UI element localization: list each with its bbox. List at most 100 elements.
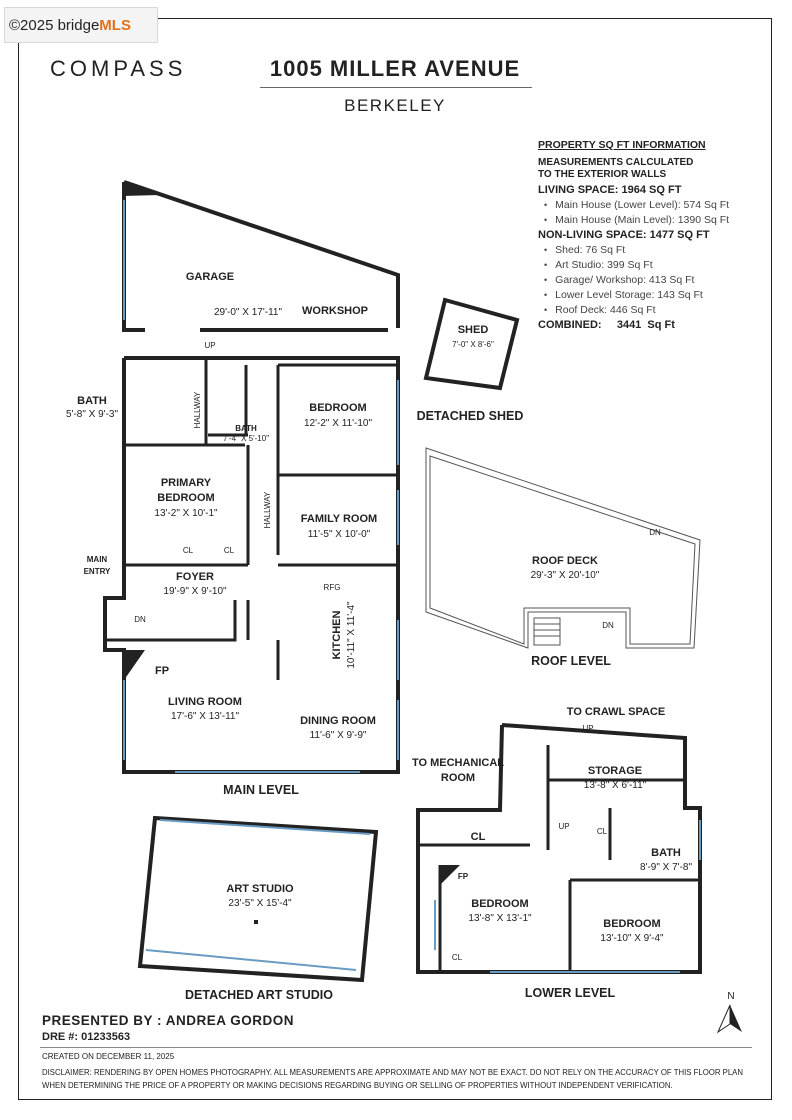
non-living-item: Roof Deck: 446 Sq Ft xyxy=(538,303,729,318)
label-up-lower: UP xyxy=(582,724,593,733)
label-closet-2: CL xyxy=(224,546,235,555)
label-bath-2: BATH xyxy=(235,424,257,433)
presented-by: PRESENTED BY : ANDREA GORDON xyxy=(42,1013,295,1028)
sqft-subheading-1: MEASUREMENTS CALCULATED xyxy=(538,157,694,168)
label-bedroom-2: BEDROOM xyxy=(471,898,528,910)
label-bedroom-3: BEDROOM xyxy=(603,918,660,930)
title-divider xyxy=(260,87,532,88)
label-shed: SHED xyxy=(458,324,489,336)
non-living-space-total: NON-LIVING SPACE: 1477 SQ FT xyxy=(538,229,710,241)
label-roof-deck: ROOF DECK xyxy=(532,555,598,567)
bath-room-walls xyxy=(244,363,398,435)
label-storage: STORAGE xyxy=(588,765,642,777)
label-workshop: WORKSHOP xyxy=(302,305,368,317)
north-arrow-fill xyxy=(730,1005,742,1032)
dim-art-studio: 23'-5" X 15'-4" xyxy=(228,898,292,909)
dim-roof-deck: 29'-3" X 20'-10" xyxy=(531,570,600,581)
label-art-studio: ART STUDIO xyxy=(226,883,294,895)
label-closet-lower-2: CL xyxy=(597,827,608,836)
non-living-item: Garage/ Workshop: 413 Sq Ft xyxy=(538,273,729,288)
label-closet-lower-3: CL xyxy=(452,953,463,962)
lower-level-walls xyxy=(416,723,702,974)
label-fp-main: FP xyxy=(155,665,169,677)
fireplace-lower-icon xyxy=(440,865,460,885)
label-mechanical-1: TO MECHANICAL xyxy=(412,757,504,769)
label-hallway-2: HALLWAY xyxy=(263,491,272,528)
label-living-room: LIVING ROOM xyxy=(168,696,242,708)
label-rfg: RFG xyxy=(324,583,341,592)
dim-bedroom-1: 12'-2" X 11'-10" xyxy=(304,418,372,429)
non-living-item: Lower Level Storage: 143 Sq Ft xyxy=(538,288,729,303)
label-dn-main: DN xyxy=(134,615,146,624)
label-family-room: FAMILY ROOM xyxy=(301,513,377,525)
label-up-main: UP xyxy=(204,341,215,350)
sqft-info-panel: PROPERTY SQ FT INFORMATION MEASUREMENTS … xyxy=(538,138,729,333)
watermark-text: ©2025 bridge xyxy=(9,16,100,34)
dim-bath-2: 7'-4" X 5'-10" xyxy=(223,434,269,443)
living-space-total: LIVING SPACE: 1964 SQ FT xyxy=(538,184,682,196)
north-arrow-icon xyxy=(716,1004,731,1034)
dim-dining-room: 11'-6" X 9'-9" xyxy=(310,730,367,741)
north-label: N xyxy=(727,991,734,1002)
title-detached-art-studio: DETACHED ART STUDIO xyxy=(185,988,333,1002)
label-closet-1: CL xyxy=(183,546,194,555)
combined-total: COMBINED: 3441 Sq Ft xyxy=(538,319,675,331)
page-frame xyxy=(18,18,772,1100)
title-lower-level: LOWER LEVEL xyxy=(525,986,616,1000)
dim-bedroom-3: 13'-10" X 9'-4" xyxy=(600,933,664,944)
title-roof-level: ROOF LEVEL xyxy=(531,654,611,668)
dim-garage: 29'-0" X 17'-11" xyxy=(214,307,282,318)
garage-corner-icon xyxy=(124,182,160,196)
label-crawl-space: TO CRAWL SPACE xyxy=(567,706,665,718)
dim-storage: 13'-8" X 6'-11" xyxy=(584,780,647,791)
footer-divider xyxy=(40,1047,752,1048)
windows xyxy=(123,200,701,973)
watermark-brand: MLS xyxy=(99,16,131,34)
label-garage: GARAGE xyxy=(186,271,234,283)
label-dining-room: DINING ROOM xyxy=(300,715,376,727)
lower-interior-walls xyxy=(418,745,700,972)
brand-logo: COMPASS xyxy=(50,56,187,81)
living-item: Main House (Main Level): 1390 Sq Ft xyxy=(538,213,729,228)
sqft-subheading-2: TO THE EXTERIOR WALLS xyxy=(538,169,667,180)
label-hallway-1: HALLWAY xyxy=(193,391,202,428)
shed-walls xyxy=(423,297,520,391)
label-bath-3: BATH xyxy=(651,847,681,859)
roof-deck-outline xyxy=(425,447,701,649)
dim-foyer: 19'-9" X 9'-10" xyxy=(163,586,227,597)
dim-bedroom-2: 13'-8" X 13'-1" xyxy=(468,913,532,924)
dim-family-room: 11'-5" X 10'-0" xyxy=(308,529,371,540)
label-dn-roof: DN xyxy=(602,621,614,630)
living-item: Main House (Lower Level): 574 Sq Ft xyxy=(538,198,729,213)
label-bedroom-1: BEDROOM xyxy=(309,402,366,414)
dim-primary: 13'-2" X 10'-1" xyxy=(154,508,218,519)
property-address: 1005 MILLER AVENUE xyxy=(269,56,521,81)
title-detached-shed: DETACHED SHED xyxy=(417,409,524,423)
label-primary-bedroom: BEDROOM xyxy=(157,492,214,504)
sqft-heading: PROPERTY SQ FT INFORMATION xyxy=(538,139,706,151)
fireplace-main-icon xyxy=(124,650,145,680)
label-primary: PRIMARY xyxy=(161,477,212,489)
dre-number: DRE #: 01233563 xyxy=(42,1031,131,1043)
dim-bath-1: 5'-8" X 9'-3" xyxy=(66,409,119,420)
label-closet-lower: CL xyxy=(471,831,486,843)
dim-kitchen: 10'-11" X 11'-4" xyxy=(346,601,357,669)
label-up-lower-2: UP xyxy=(558,822,569,831)
label-fp-lower: FP xyxy=(458,872,469,881)
dim-bath-3: 8'-9" X 7'-8" xyxy=(640,862,693,873)
dim-shed: 7'-0" X 8'-6" xyxy=(452,340,494,349)
title-main-level: MAIN LEVEL xyxy=(223,783,299,797)
label-foyer: FOYER xyxy=(176,571,214,583)
non-living-item: Art Studio: 399 Sq Ft xyxy=(538,258,729,273)
interior-walls xyxy=(105,358,398,680)
art-studio-walls xyxy=(137,815,379,983)
label-kitchen: KITCHEN xyxy=(331,611,343,660)
label-main-entry-1: MAIN xyxy=(87,555,108,564)
disclaimer: DISCLAIMER: RENDERING BY OPEN HOMES PHOT… xyxy=(42,1068,744,1090)
created-date: CREATED ON DECEMBER 11, 2025 xyxy=(42,1052,175,1061)
label-dn-roof-2: DN xyxy=(649,528,661,537)
art-studio-marker xyxy=(254,920,258,924)
property-city: BERKELEY xyxy=(344,96,446,115)
